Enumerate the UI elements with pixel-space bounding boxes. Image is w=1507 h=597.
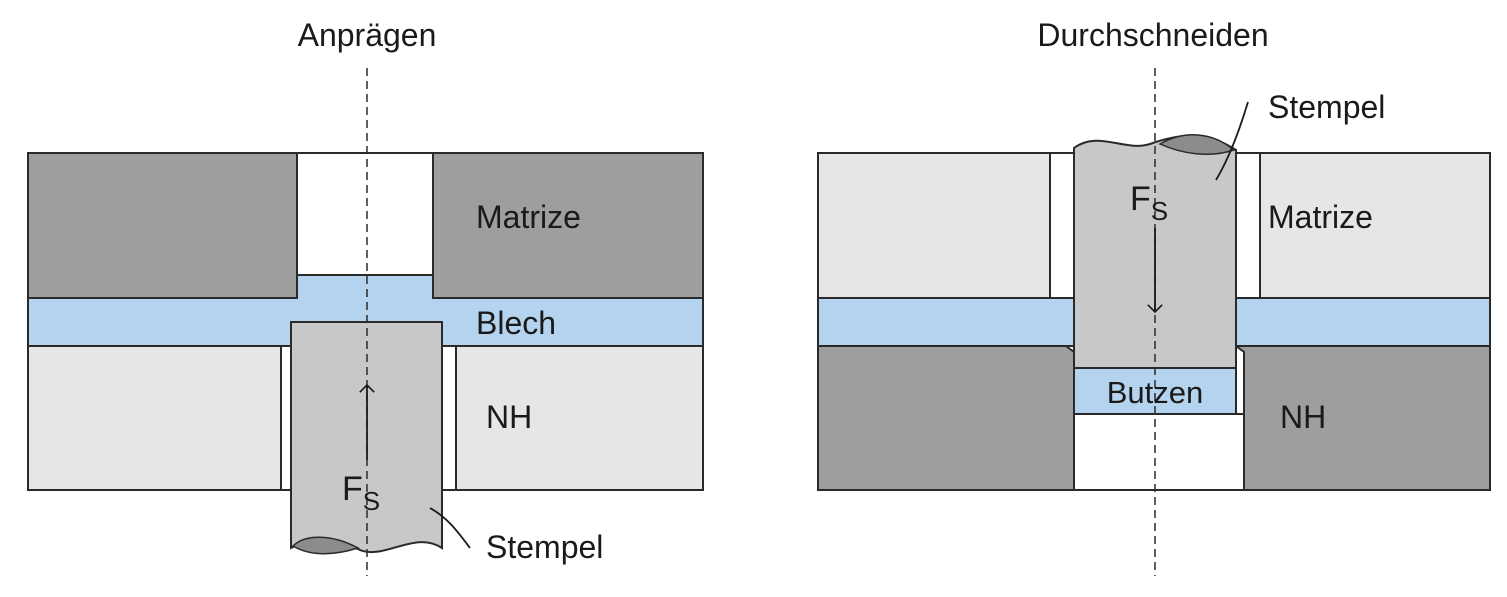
right-punch-break-shadow [1158,134,1236,155]
right-die-label: Matrize [1268,199,1373,235]
right-punch-label: Stempel [1268,89,1385,125]
right-holder-right-block [1233,345,1491,491]
right-die-gap-left [1049,152,1075,299]
right-holder-label: NH [1280,399,1326,435]
right-slug-label: Butzen [1107,375,1204,410]
right-title: Durchschneiden [1037,17,1268,53]
left-sheet-label: Blech [476,305,556,341]
right-die-gap-right [1235,152,1261,299]
left-force-label: FS [342,470,380,516]
right-die-left-block [817,152,1051,299]
left-diagram: Anprägen Matrize Blech NH FS Stempel [27,17,704,576]
right-force-label: FS [1130,180,1168,226]
left-holder-left-block [27,345,282,491]
left-force-main: F [342,470,363,508]
right-holder-left-block [817,345,1075,491]
left-force-sub: S [363,486,380,516]
right-force-sub: S [1151,196,1168,226]
left-holder-right-block [455,345,704,491]
left-holder-gap-right [441,345,457,491]
left-die-right-block [432,152,704,299]
right-punch-leader-line [1215,101,1249,181]
left-punch-label: Stempel [486,529,603,565]
right-force-main: F [1130,180,1151,218]
left-punch-break-shadow [291,536,360,555]
right-diagram: Durchschneiden Stempel FS Matrize Butzen… [817,17,1491,576]
left-punch-leader-line [429,507,471,549]
right-holder-opening [1073,413,1245,491]
right-sheet-right [1235,297,1491,347]
left-holder-gap-left [280,345,292,491]
left-die-left-block [27,152,298,299]
left-die-label: Matrize [476,199,581,235]
right-die-right-block [1259,152,1491,299]
right-sheet-left [817,297,1075,347]
left-die-opening [296,152,434,276]
left-title: Anprägen [298,17,437,53]
left-holder-label: NH [486,399,532,435]
